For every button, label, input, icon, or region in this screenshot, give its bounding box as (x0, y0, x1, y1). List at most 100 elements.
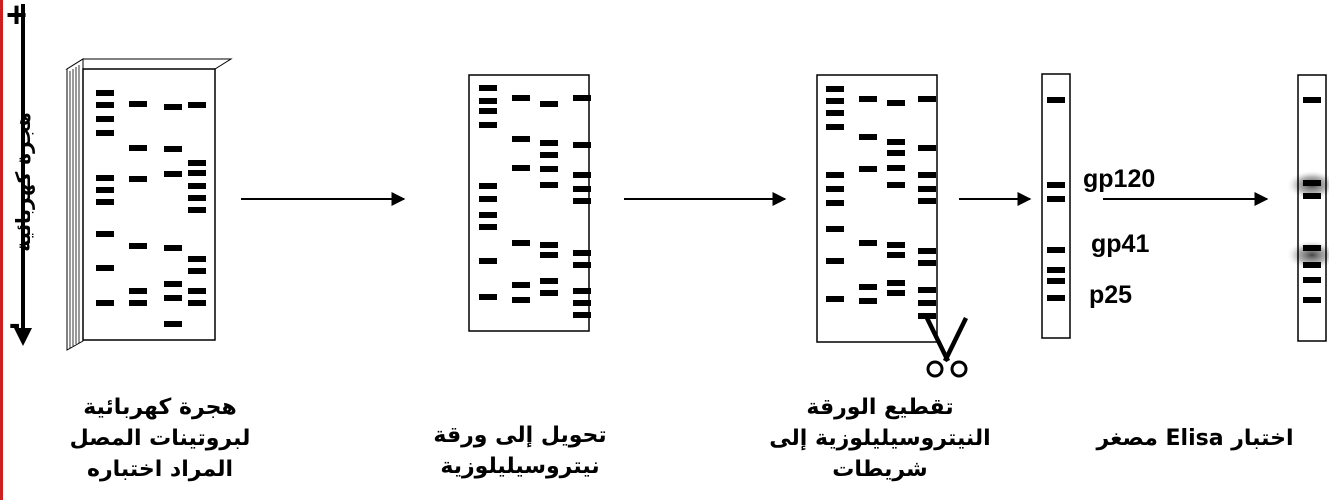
cut-sheet-band (826, 186, 844, 192)
transferred-band (479, 98, 497, 104)
elisa-strip-band (1303, 193, 1321, 199)
transferred-band (512, 165, 530, 171)
transferred-band (479, 258, 497, 264)
cut-sheet-band (918, 96, 936, 102)
transferred-band (479, 196, 497, 202)
gel-band (129, 101, 147, 107)
nitrocellulose-strip (1041, 73, 1071, 339)
cut-sheet-band (859, 96, 877, 102)
gel-band (96, 90, 114, 96)
gel-band (164, 104, 182, 110)
transferred-band (573, 250, 591, 256)
transferred-band (479, 212, 497, 218)
cut-sheet-band (859, 284, 877, 290)
scissors-icon (924, 317, 969, 378)
cut-sheet-band (826, 258, 844, 264)
cut-sheet-band (887, 252, 905, 258)
cut-sheet-band (887, 242, 905, 248)
cut-sheet-band (918, 287, 936, 293)
cut-sheet-band (826, 200, 844, 206)
caption-cutting: تقطيع الورقة النيتروسيليلوزية إلى شريطات (769, 395, 991, 482)
gel-band (96, 265, 114, 271)
cut-sheet-band (859, 166, 877, 172)
gel-band (188, 207, 206, 213)
cut-sheet-band (887, 280, 905, 286)
transferred-band (540, 152, 558, 158)
cut-sheet-band (826, 98, 844, 104)
transferred-band (573, 312, 591, 318)
gel-band (188, 268, 206, 274)
cut-sheet-band (918, 186, 936, 192)
gel-band (188, 288, 206, 294)
negative-pole-sign: - (9, 305, 21, 343)
elisa-strip-bands (1303, 97, 1321, 303)
left-border-rule (0, 0, 3, 500)
strip-frame (1041, 73, 1071, 339)
cut-sheet-band (826, 110, 844, 116)
transferred-band (573, 142, 591, 148)
gel-band (188, 256, 206, 262)
elisa-strip-band (1303, 262, 1321, 268)
elisa-strip-band (1303, 97, 1321, 103)
gel-band (129, 243, 147, 249)
gel-band (96, 187, 114, 193)
cut-sheet-band (859, 298, 877, 304)
cut-sheet-band (887, 100, 905, 106)
transferred-band (573, 95, 591, 101)
transferred-band (540, 182, 558, 188)
transferred-band (479, 183, 497, 189)
cut-sheet-band (887, 290, 905, 296)
transferred-band (540, 166, 558, 172)
sheet-bands (479, 85, 591, 318)
caption-electrophoresis: هجرة كهربائية لبروتينات المصل المراد اخت… (69, 395, 251, 482)
migration-axis-arrowhead (14, 328, 32, 346)
sheet-to-cut (816, 74, 938, 343)
cut-sheet-band (826, 296, 844, 302)
elisa-strip-band (1303, 245, 1321, 251)
gel-band (96, 102, 114, 108)
cut-sheet-band (887, 150, 905, 156)
transferred-band (479, 294, 497, 300)
gel-band (96, 130, 114, 136)
gel-band (96, 116, 114, 122)
gel-band (129, 300, 147, 306)
gel-band (164, 146, 182, 152)
band-label-p25: p25 (1089, 281, 1133, 309)
gel-band (164, 321, 182, 327)
gel-band (188, 195, 206, 201)
transferred-band (512, 297, 530, 303)
transferred-band (573, 262, 591, 268)
cut-sheet-band (826, 226, 844, 232)
cut-sheet-band (918, 313, 936, 319)
transferred-band (512, 95, 530, 101)
cut-sheet-band (887, 139, 905, 145)
caption-elisa: اختبار Elisa مصغر (1096, 426, 1294, 451)
transferred-band (540, 278, 558, 284)
cut-sheet-band (859, 134, 877, 140)
cut-sheet-band (887, 165, 905, 171)
cut-sheet-band (918, 172, 936, 178)
gel-band (96, 300, 114, 306)
transferred-band (540, 140, 558, 146)
elisa-strip-band (1303, 297, 1321, 303)
gel-band (96, 231, 114, 237)
strip-band (1047, 182, 1065, 188)
cut-sheet-band (826, 124, 844, 130)
gel-band (188, 183, 206, 189)
gel-side-face (66, 58, 84, 351)
migration-axis-title: هجرة كهربائية (11, 112, 35, 252)
transferred-band (540, 242, 558, 248)
cut-sheet-band (918, 260, 936, 266)
cut-sheet-band (918, 248, 936, 254)
transferred-band (573, 186, 591, 192)
transferred-band (512, 282, 530, 288)
positive-pole-sign: + (6, 0, 28, 35)
transferred-band (479, 85, 497, 91)
transferred-band (479, 122, 497, 128)
gel-band (188, 102, 206, 108)
gel-side-hatching (69, 65, 80, 348)
gel-band (188, 160, 206, 166)
transferred-band (540, 252, 558, 258)
band-label-gp41: gp41 (1091, 230, 1150, 258)
